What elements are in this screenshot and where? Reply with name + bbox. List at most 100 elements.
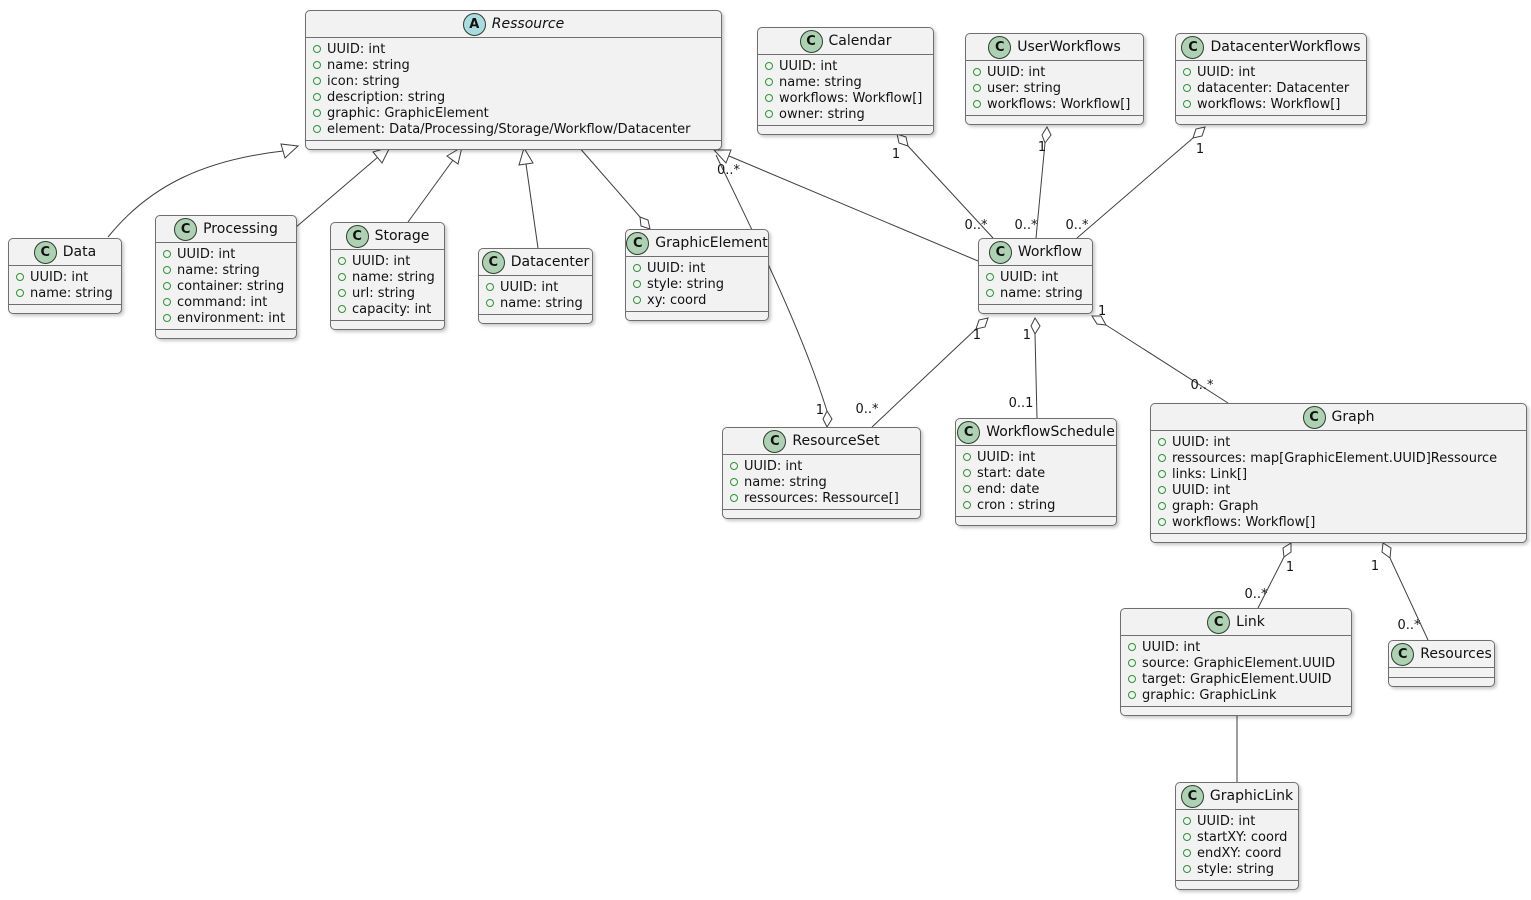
field-visibility-icon (313, 93, 321, 101)
attribute-row: element: Data/Processing/Storage/Workflo… (313, 121, 713, 137)
attribute-text: UUID: int (500, 279, 559, 295)
attribute-text: capacity: int (352, 301, 432, 317)
aggregation-diamond (822, 409, 833, 429)
field-visibility-icon (730, 494, 738, 502)
attribute-text: container: string (177, 278, 285, 294)
methods-compartment (479, 314, 592, 323)
attribute-row: source: GraphicElement.UUID (1128, 655, 1343, 671)
field-visibility-icon (1183, 865, 1191, 873)
attribute-row: name: string (313, 57, 713, 73)
attribute-text: UUID: int (352, 253, 411, 269)
field-visibility-icon (486, 283, 494, 291)
class-icon: C (626, 231, 650, 255)
field-visibility-icon (633, 280, 641, 288)
attribute-text: UUID: int (1197, 813, 1256, 829)
class-icon: C (763, 429, 787, 453)
edge-graphicelement-aggregates-ressource (577, 145, 651, 230)
multiplicity-label: 1 (1038, 140, 1046, 155)
multiplicity-label: 1 (1098, 304, 1106, 319)
class-title: Data (62, 244, 97, 260)
field-visibility-icon (1183, 849, 1191, 857)
attribute-row: owner: string (765, 106, 925, 122)
field-visibility-icon (963, 501, 971, 509)
aggregation-diamond (1282, 542, 1292, 558)
attribute-row: start: date (963, 465, 1108, 481)
attribute-text: endXY: coord (1197, 845, 1282, 861)
attribute-row: UUID: int (486, 279, 584, 295)
attribute-text: UUID: int (327, 41, 386, 57)
field-visibility-icon (486, 299, 494, 307)
attribute-text: name: string (500, 295, 583, 311)
attribute-row: UUID: int (313, 41, 713, 57)
class-header: C Workflow (979, 239, 1092, 266)
field-visibility-icon (765, 110, 773, 118)
field-visibility-icon (163, 314, 171, 322)
class-title: Datacenter (510, 254, 590, 270)
attribute-row: UUID: int (730, 458, 912, 474)
attribute-row: name: string (730, 474, 912, 490)
field-visibility-icon (313, 125, 321, 133)
attribute-row: UUID: int (765, 58, 925, 74)
class-icon: C (174, 217, 198, 241)
attribute-text: graph: Graph (1172, 498, 1259, 514)
multiplicity-label: 0..* (1014, 218, 1038, 233)
class-header: C DatacenterWorkflows (1176, 34, 1366, 61)
methods-compartment (758, 125, 933, 134)
multiplicity-label: 0..1 (1009, 396, 1034, 411)
attribute-text: UUID: int (1000, 269, 1059, 285)
class-icon: C (345, 224, 369, 248)
class-icon: C (1180, 784, 1204, 808)
attribute-row: target: GraphicElement.UUID (1128, 671, 1343, 687)
generalization-arrow (280, 143, 300, 159)
attribute-row: name: string (16, 285, 113, 301)
attribute-row: user: string (973, 80, 1135, 96)
attribute-row: graphic: GraphicLink (1128, 687, 1343, 703)
attribute-row: name: string (163, 262, 288, 278)
field-visibility-icon (338, 289, 346, 297)
class-header: C Data (9, 239, 121, 266)
field-visibility-icon (1158, 454, 1166, 462)
methods-compartment (9, 304, 121, 313)
field-visibility-icon (730, 478, 738, 486)
field-visibility-icon (633, 264, 641, 272)
class-header: C Calendar (758, 28, 933, 55)
attribute-text: UUID: int (30, 269, 89, 285)
class-title: UserWorkflows (1017, 39, 1121, 55)
field-visibility-icon (313, 109, 321, 117)
attribute-text: datacenter: Datacenter (1197, 80, 1350, 96)
class-title: GraphicElement (655, 235, 768, 251)
attribute-text: xy: coord (647, 292, 707, 308)
methods-compartment (1151, 533, 1526, 542)
edge-workflow-extends-ressource (712, 149, 979, 262)
class-icon: C (957, 420, 981, 444)
class-title: Storage (374, 228, 430, 244)
edge-resourceset-aggregates-ressource: 0..* 1 (715, 154, 833, 429)
field-visibility-icon (313, 45, 321, 53)
field-visibility-icon (1128, 643, 1136, 651)
class-icon: C (1181, 35, 1205, 59)
attribute-row: UUID: int (1128, 639, 1343, 655)
attribute-row: style: string (633, 276, 760, 292)
field-visibility-icon (973, 84, 981, 92)
methods-compartment (626, 311, 768, 320)
class-header: C GraphicElement (626, 230, 768, 257)
class-header: C Processing (156, 216, 296, 243)
attribute-row: UUID: int (16, 269, 113, 285)
class-header: C ResourceSet (723, 428, 920, 455)
attribute-row: datacenter: Datacenter (1183, 80, 1358, 96)
attribute-row: name: string (986, 285, 1084, 301)
aggregation-diamond (896, 133, 909, 147)
attribute-text: name: string (1000, 285, 1083, 301)
field-visibility-icon (338, 273, 346, 281)
attribute-row: style: string (1183, 861, 1290, 877)
